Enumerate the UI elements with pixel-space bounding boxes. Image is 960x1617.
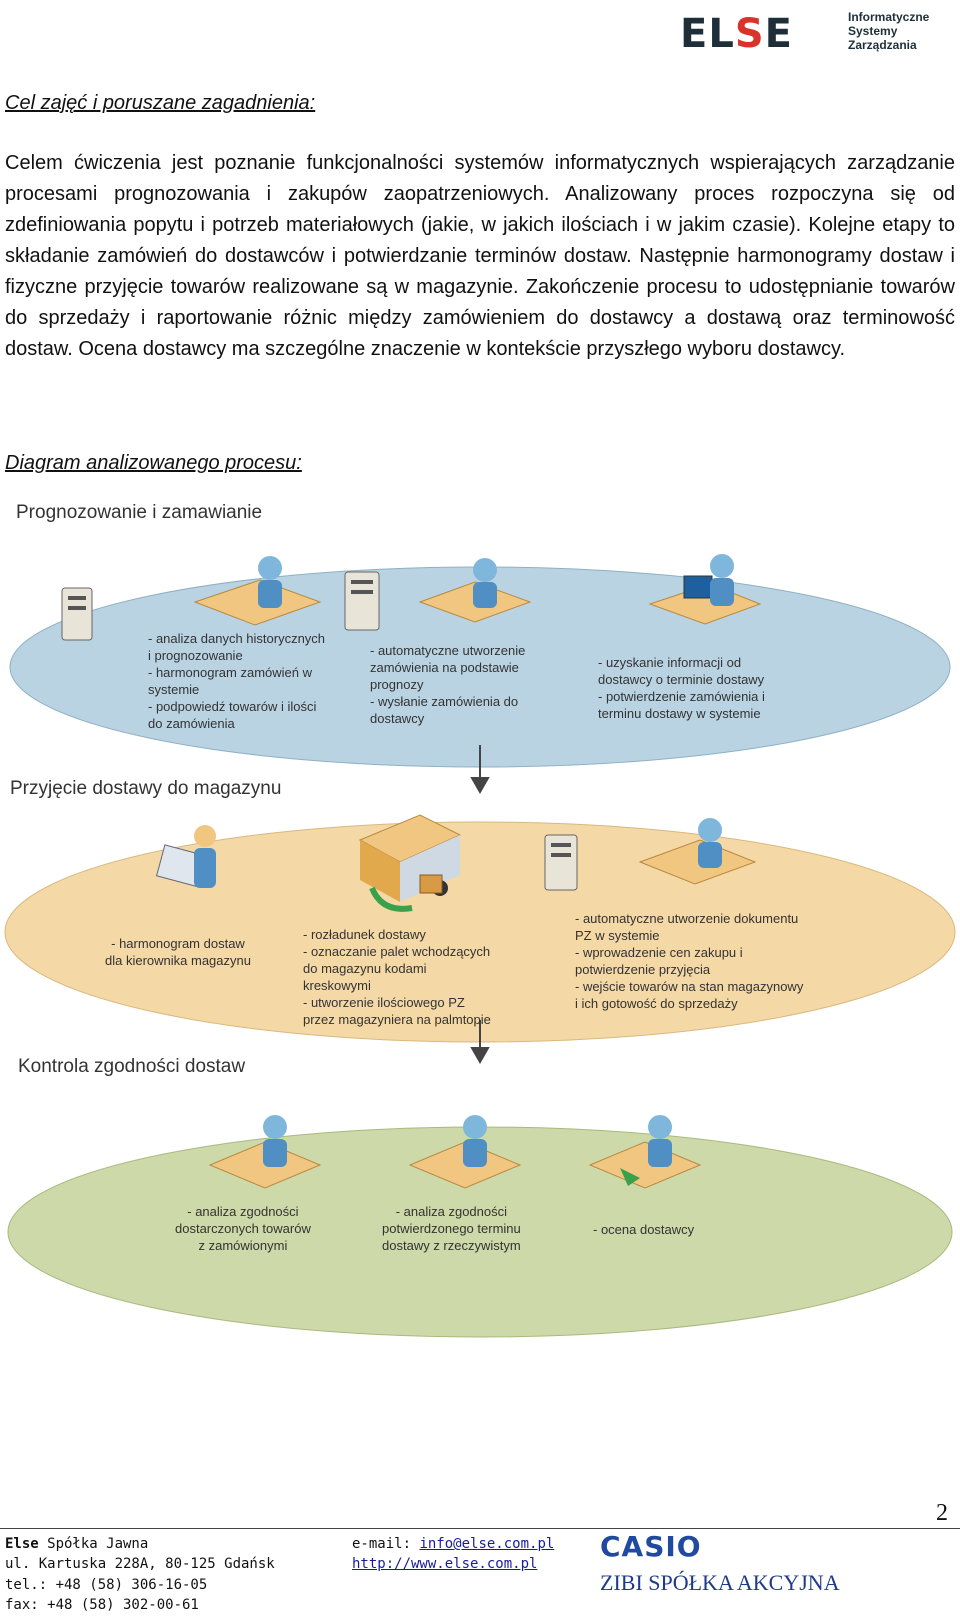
warehouse-manager-icon (155, 825, 216, 889)
intro-paragraph: Celem ćwiczenia jest poznanie funkcjonal… (5, 152, 955, 360)
task-description: - uzyskanie informacji od dostawcy o ter… (598, 655, 765, 721)
section-title-goals: Cel zajęć i poruszane zagadnienia: (5, 92, 316, 114)
flow-arrow (470, 745, 490, 1065)
task-description: - harmonogram dostaw dla kierownika maga… (105, 936, 251, 968)
server-icon (61, 587, 93, 641)
logo-sub-line: Zarządzania (848, 38, 917, 52)
logo-subtitle: Informatyczne Systemy Zarządzania (848, 10, 929, 52)
footer-divider (0, 1528, 960, 1529)
footer-company: Else Spółka Jawna ul. Kartuska 228A, 80-… (5, 1534, 275, 1574)
logo-sub-line: Systemy (848, 24, 898, 38)
company-name-bold: Else (5, 1536, 39, 1552)
email-link[interactable]: info@else.com.pl (419, 1536, 555, 1552)
stage-title-receiving: Przyjęcie dostawy do magazynu (10, 778, 282, 799)
page-number: 2 (936, 1500, 948, 1526)
task-description: - analiza danych historycznych i prognoz… (148, 631, 326, 731)
logo-sub-line: Informatyczne (848, 10, 930, 24)
server-icon (344, 571, 380, 631)
server-icon (544, 834, 578, 891)
computer-user-icon (648, 554, 762, 625)
website-link[interactable]: http://www.else.com.pl (352, 1556, 538, 1572)
task-description: - ocena dostawcy (593, 1222, 695, 1237)
stage-title-forecasting: Prognozowanie i zamawianie (16, 502, 263, 523)
section-title-diagram: Diagram analizowanego procesu: (5, 452, 302, 474)
task-description: - automatyczne utworzenie zamówienia na … (370, 643, 526, 726)
company-tel: tel.: +48 (58) 306-16-05 (5, 1577, 208, 1593)
company-fax: fax: +48 (58) 302-00-61 (5, 1597, 199, 1613)
task-description: - analiza zgodności dostarczonych towaró… (175, 1204, 311, 1253)
company-name-rest: Spółka Jawna (38, 1536, 149, 1552)
task-description: - rozładunek dostawy - oznaczanie palet … (303, 927, 491, 1027)
stage-title-compliance: Kontrola zgodności dostaw (18, 1056, 246, 1077)
logo-mark: ELSE (680, 11, 793, 57)
analyst-at-desk-icon (408, 1115, 522, 1189)
task-description: - automatyczne utworzenie dokumentu PZ w… (575, 911, 804, 1011)
company-name: Else Spółka Jawna (5, 1534, 275, 1554)
else-logo: ELSE Informatyczne Systemy Zarządzania (680, 10, 950, 60)
footer-contact: e-mail: info@else.com.pl http://www.else… (352, 1534, 554, 1574)
process-diagram: Prognozowanie i zamawianie Przyjęcie dos… (0, 502, 960, 1340)
zibi-company-name: ZIBI SPÓŁKA AKCYJNA (600, 1570, 840, 1595)
clerk-at-desk-icon (418, 558, 532, 623)
delivery-truck-icon (358, 814, 462, 912)
footer-phones: tel.: +48 (58) 306-16-05 fax: +48 (58) 3… (5, 1575, 207, 1615)
company-address: ul. Kartuska 228A, 80-125 Gdańsk (5, 1556, 275, 1572)
supplier-evaluation-icon (588, 1115, 702, 1189)
planner-at-desk-icon (193, 556, 322, 626)
task-description: - analiza zgodności potwierdzonego termi… (382, 1204, 521, 1253)
email-label: e-mail: (352, 1536, 420, 1552)
clerk-at-desk-icon (638, 818, 757, 885)
casio-logo: CASIO (600, 1530, 702, 1563)
analyst-at-desk-icon (208, 1115, 322, 1189)
diagram-graphics (4, 554, 956, 1338)
